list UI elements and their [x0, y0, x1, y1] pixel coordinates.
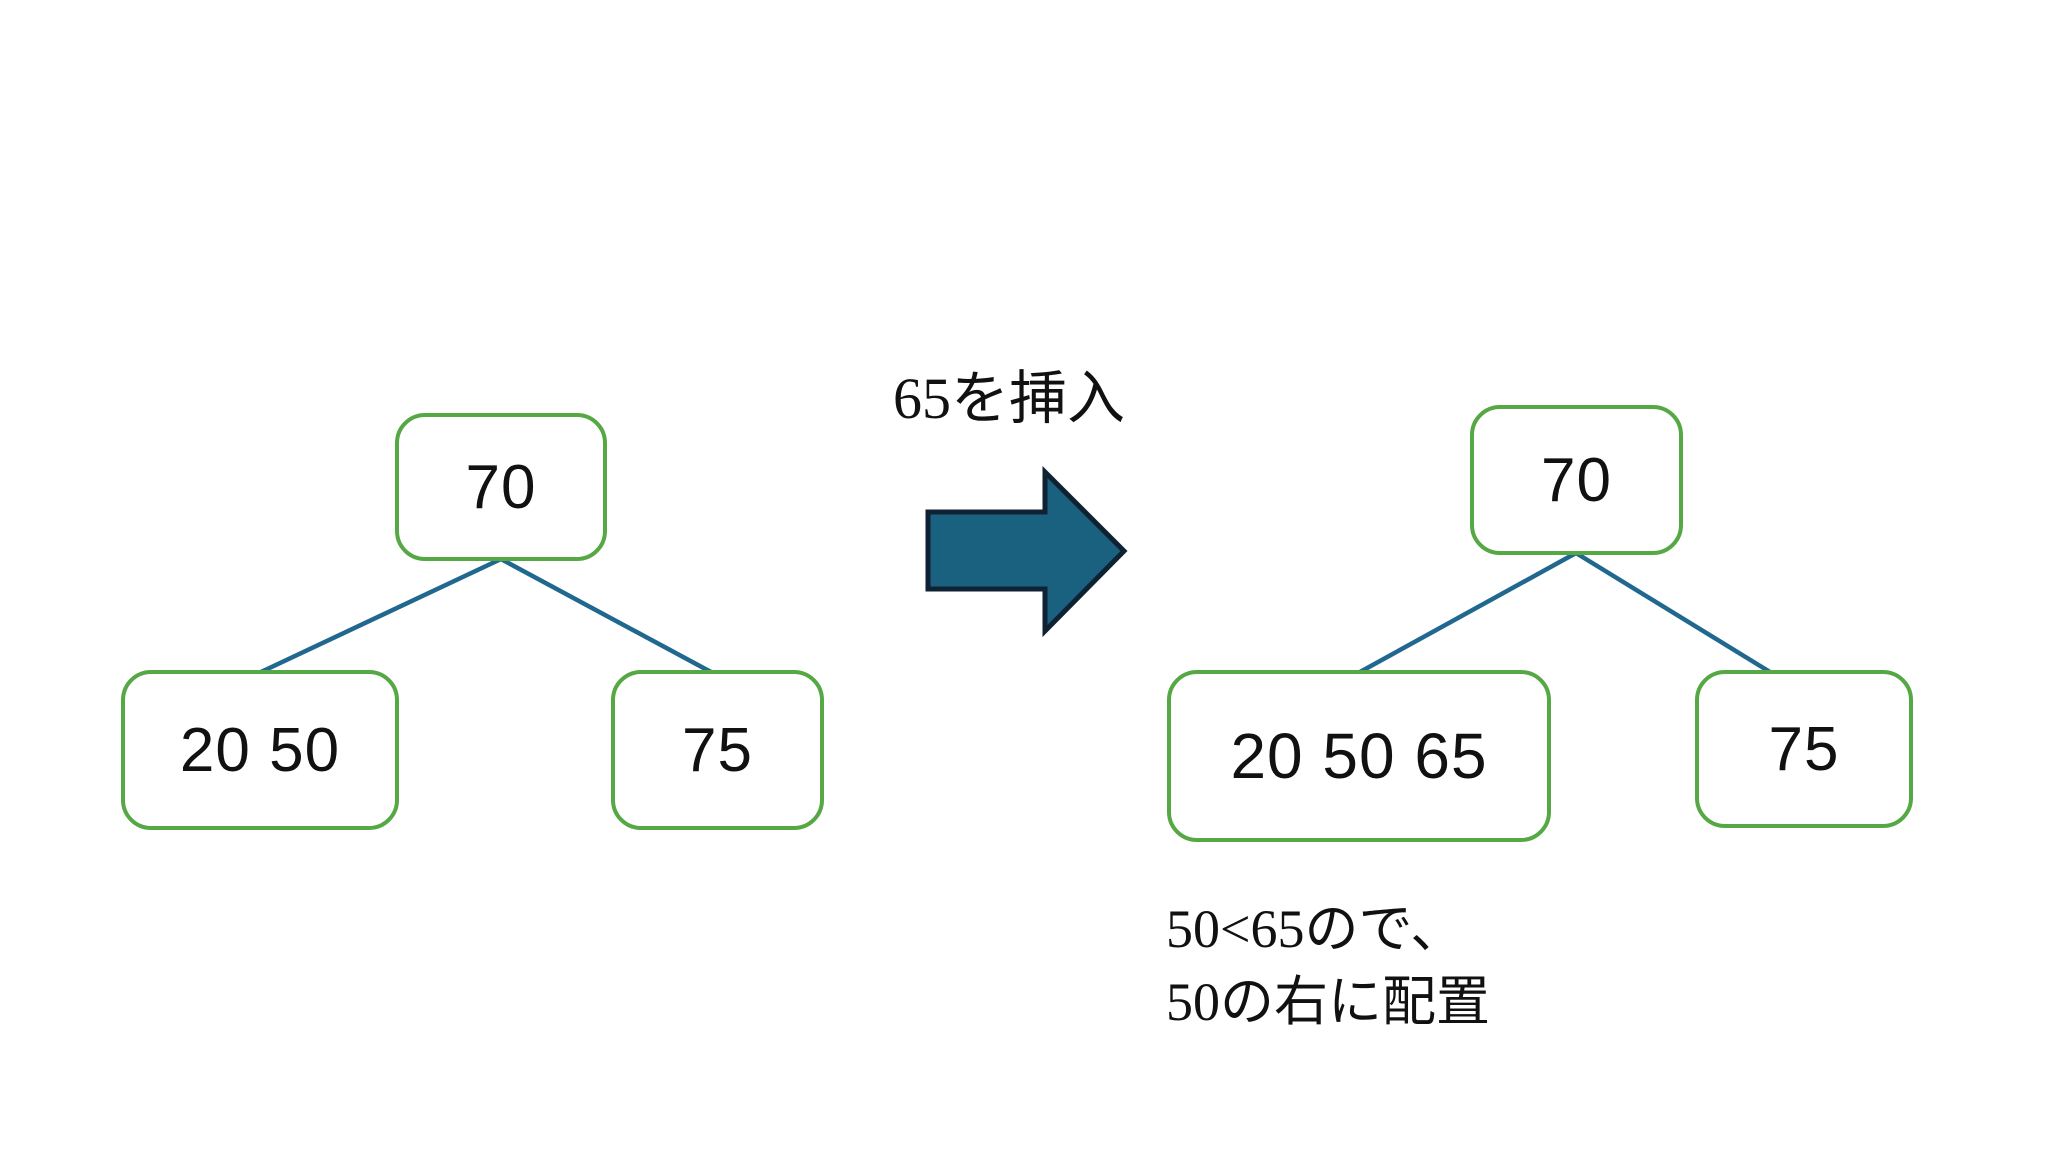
before-tree-left-edge: [260, 556, 502, 675]
placement-note-line-2: 50の右に配置: [1166, 972, 1490, 1033]
after-tree-right-edge: [1574, 551, 1772, 674]
after-tree-left-edge: [1358, 551, 1578, 674]
before-tree-right-edge: [499, 557, 713, 674]
before-left-leaf-node: 20 50: [121, 670, 399, 830]
before-right-leaf-node: 75: [611, 670, 824, 830]
before-root-node: 70: [395, 413, 607, 561]
after-root-node: 70: [1470, 405, 1683, 555]
placement-note-line-1: 50<65ので、: [1166, 899, 1465, 959]
insert-operation-label: 65を挿入: [893, 366, 1126, 431]
right-arrow-icon: [925, 465, 1128, 638]
placement-note: 50<65ので、 50の右に配置: [1166, 893, 1490, 1040]
after-right-leaf-node: 75: [1695, 670, 1913, 828]
after-left-leaf-node: 20 50 65: [1167, 670, 1551, 842]
